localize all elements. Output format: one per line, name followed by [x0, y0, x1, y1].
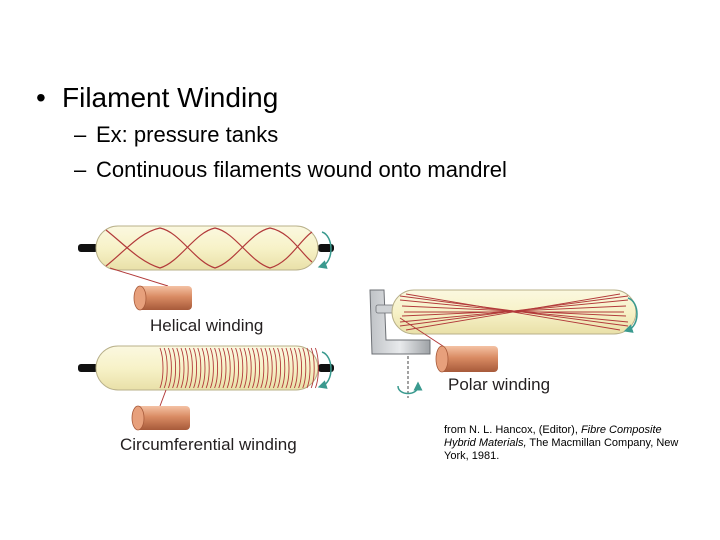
spool-end	[435, 345, 449, 373]
hoop-fiber	[251, 347, 256, 389]
hoop-fiber	[260, 347, 265, 389]
hoop-fiber	[298, 347, 303, 389]
hoop-fiber	[214, 347, 219, 389]
fiber-spool	[440, 346, 498, 372]
hoop-fiber	[230, 347, 235, 389]
hoop-fiber	[201, 347, 206, 389]
mandrel-shaft	[78, 364, 98, 372]
rotation-arrow-icon	[317, 351, 332, 389]
hoop-fiber	[310, 347, 315, 389]
hoop-fiber	[184, 347, 189, 389]
citation-prefix: from N. L. Hancox, (Editor),	[444, 424, 581, 436]
hoop-fiber	[285, 347, 290, 389]
hoop-fiber	[272, 347, 277, 389]
hoop-fiber	[277, 347, 282, 389]
hoop-fiber	[172, 347, 177, 389]
hoop-fiber	[247, 347, 252, 389]
mandrel-shaft	[318, 244, 334, 252]
sub-bullet-text: Continuous filaments wound onto mandrel	[96, 157, 507, 182]
hoop-fiber	[188, 347, 193, 389]
hoop-fiber	[205, 347, 210, 389]
rotation-arrow-icon	[623, 297, 638, 333]
spool-end	[131, 405, 145, 431]
helical-winding-label: Helical winding	[150, 316, 263, 335]
hoop-fiber	[235, 347, 240, 389]
hoop-fiber	[163, 347, 168, 389]
hoop-fiber	[197, 347, 202, 389]
hoop-fiber	[180, 347, 185, 389]
fiber-spool	[136, 406, 190, 430]
rotation-arrow-icon	[317, 231, 332, 269]
polar-winding-figure: Polar winding	[369, 289, 638, 398]
hoop-windings	[159, 347, 319, 389]
polar-fiber	[401, 305, 627, 317]
sub-bullet-text: Ex: pressure tanks	[96, 122, 279, 147]
dash-marker: –	[74, 122, 87, 147]
hoop-fiber	[281, 347, 286, 389]
rotation-arrow-icon	[397, 381, 423, 395]
polar-fiber-paths	[399, 293, 629, 331]
polar-winding-label: Polar winding	[448, 375, 550, 394]
fiber-spool	[138, 286, 192, 310]
citation-title: Fibre Composite Hybrid Materials,	[444, 424, 662, 449]
hoop-fiber	[243, 347, 248, 389]
main-bullet: • Filament Winding	[36, 78, 278, 118]
hoop-fiber	[314, 347, 319, 389]
hoop-fiber	[226, 347, 231, 389]
helical-mandrel	[95, 225, 319, 271]
polar-fiber	[405, 293, 621, 331]
hoop-fiber	[306, 347, 311, 389]
circumferential-winding-figure: Circumferential winding	[78, 345, 334, 454]
hoop-fiber	[209, 347, 214, 389]
hoop-fiber	[239, 347, 244, 389]
hoop-fiber	[256, 347, 261, 389]
citation-suffix: The Macmillan Company, New York, 1981.	[444, 437, 679, 462]
hoop-fiber	[293, 347, 298, 389]
hoop-fiber	[218, 347, 223, 389]
hoop-fiber	[193, 347, 198, 389]
hoop-fiber	[264, 347, 269, 389]
hoop-fiber	[222, 347, 227, 389]
mandrel-shaft	[78, 244, 98, 252]
helical-winding-figure: Helical winding	[78, 225, 334, 335]
fiber-feed-line	[109, 267, 169, 287]
mandrel-bracket	[369, 289, 431, 355]
hoop-fiber	[268, 347, 273, 389]
sub-bullet-description: –Continuous filaments wound onto mandrel	[74, 155, 507, 185]
hoop-fiber	[167, 347, 172, 389]
hoop-fiber	[159, 347, 164, 389]
hoop-fiber	[302, 347, 307, 389]
fiber-feed-line	[159, 389, 167, 407]
bullet-marker: •	[36, 82, 46, 113]
hoop-fiber	[289, 347, 294, 389]
circumferential-winding-label: Circumferential winding	[120, 435, 297, 454]
spool-end	[133, 285, 147, 311]
slide-title: Filament Winding	[62, 82, 279, 113]
helical-fiber-paths	[105, 227, 313, 269]
hoop-fiber	[176, 347, 181, 389]
mandrel-shaft	[318, 364, 334, 372]
dash-marker: –	[74, 157, 87, 182]
source-citation: from N. L. Hancox, (Editor), Fibre Compo…	[444, 424, 694, 463]
sub-bullet-example: –Ex: pressure tanks	[74, 120, 278, 150]
